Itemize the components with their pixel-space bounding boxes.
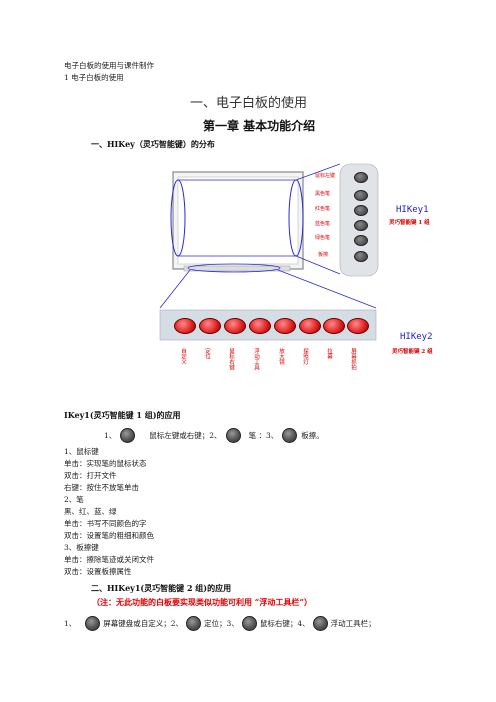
bottom-label-custom: 自定义	[180, 348, 186, 365]
hikey2-label: HIKey2	[400, 332, 433, 342]
blue-pen-button-icon	[354, 220, 368, 231]
right-click-button-icon	[241, 616, 257, 631]
side-label-eraser: 板擦	[318, 252, 329, 258]
chapter-title: 第一章 基本功能介绍	[203, 119, 316, 133]
row-number-1: 1、	[104, 430, 117, 440]
bottom-label-locate: 定位	[204, 348, 210, 359]
bottom-label-screenshot: 屏幕抓拍	[350, 348, 356, 370]
spotlight-button-icon	[299, 318, 321, 334]
hikey1-line-3: 双击：打开文件	[64, 471, 117, 480]
side-label-mouse-left: 鼠标左键	[315, 173, 336, 179]
hikey2-note: （注：无此功能的白板要实现类似功能可利用 “浮动工具栏”）	[92, 597, 312, 607]
eraser-button-icon	[354, 251, 368, 262]
screenshot-button-icon	[347, 318, 369, 334]
keyboard-button-icon	[85, 616, 101, 631]
main-title: 一、电子白板的使用	[190, 96, 308, 111]
hikey1-line-5: 2、笔	[64, 495, 84, 504]
doc-line-2: 1 电子白板的使用	[64, 73, 124, 82]
side-label-red-pen: 红色笔	[315, 206, 331, 212]
bottom-label-float-tool: 浮动工具	[253, 348, 259, 370]
hikey1-label: HIKey1	[396, 205, 429, 215]
eraser-key-text: 板擦。	[301, 430, 324, 440]
side-label-blue-pen: 蓝色笔	[315, 221, 331, 227]
black-pen-button-icon	[354, 190, 368, 201]
hikey2-sublabel: 灵巧智能键 2 组	[392, 349, 433, 355]
locate-text: 定位；3、	[204, 618, 239, 628]
locate-button-icon	[186, 616, 202, 631]
red-pen-button-icon	[354, 205, 368, 216]
whiteboard-diagram	[159, 163, 379, 341]
pen-key-text: 笔 ：3、	[248, 430, 279, 440]
hikey1-line-8: 双击：设置笔的粗细和颜色	[64, 531, 154, 540]
bottom-label-spotlight: 探照灯	[302, 348, 308, 365]
hikey1-line-10: 单击：擦除笔迹或关闭文件	[64, 555, 154, 564]
custom-button-icon	[174, 318, 196, 334]
locate-button-icon	[199, 318, 221, 334]
right-click-button-icon	[224, 318, 246, 334]
section-heading-hikey2: 二、HIKey1(灵巧智能键 2 组)的应用	[91, 583, 232, 593]
hikey1-line-7: 单击：书写不同颜色的字	[64, 519, 147, 528]
hikey1-sublabel: 灵巧智能键 1 组	[389, 220, 430, 226]
hikey-figure: 鼠标左键 黑色笔 红色笔 蓝色笔 绿色笔 板擦 HIKey1 灵巧智能键 1 组…	[150, 150, 456, 400]
hikey2-button-row: 1、 屏幕键盘或自定义；2、 定位；3、 鼠标右键；4、 浮动工具栏；	[64, 616, 376, 631]
eraser-button-icon	[282, 428, 298, 443]
side-label-black-pen: 黑色笔	[315, 191, 331, 197]
hikey1-button-row: 1、 鼠标左键或右键；2、 笔 ：3、 板擦。	[104, 428, 324, 443]
right-click-text: 鼠标右键；4、	[259, 618, 310, 628]
curtain-button-icon	[323, 318, 345, 334]
float-tool-button-icon	[312, 616, 328, 631]
magnifier-button-icon	[274, 318, 296, 334]
hikey1-line-9: 3、板擦键	[64, 543, 99, 552]
hikey1-line-2: 单击：实现笔的鼠标状态	[64, 459, 147, 468]
mouse-key-text: 鼠标左键或右键；2、	[149, 430, 222, 440]
float-tool-text: 浮动工具栏；	[330, 618, 376, 628]
section-heading-hikey1: IKey1(灵巧智能键 1 组)的应用	[64, 410, 181, 420]
hikey1-line-11: 双击：设置板擦属性	[64, 567, 132, 576]
side-label-green-pen: 绿色笔	[315, 235, 331, 241]
mouse-button-icon	[354, 172, 368, 183]
green-pen-button-icon	[354, 235, 368, 246]
float-tool-button-icon	[249, 318, 271, 334]
bottom-label-right-click: 鼠标右键	[228, 348, 234, 370]
section-heading-1: 一、HIKey（灵巧智能键）的分布	[91, 139, 215, 149]
bottom-label-curtain: 拉幕	[326, 348, 332, 359]
screen-keyboard-text: 屏幕键盘或自定义；2、	[103, 618, 184, 628]
doc-line-1: 电子白板的使用与课件制作	[64, 61, 154, 70]
pen-button-icon	[225, 428, 241, 443]
hikey1-line-6: 黑、红、蓝、绿	[64, 507, 117, 516]
row-number-1: 1、	[64, 618, 77, 628]
hikey1-line-1: 1、鼠标键	[64, 447, 99, 456]
mouse-button-icon	[120, 428, 136, 443]
hikey1-line-4: 右键：按住不放笔单击	[64, 483, 139, 492]
bottom-label-magnifier: 放大镜	[278, 348, 284, 365]
